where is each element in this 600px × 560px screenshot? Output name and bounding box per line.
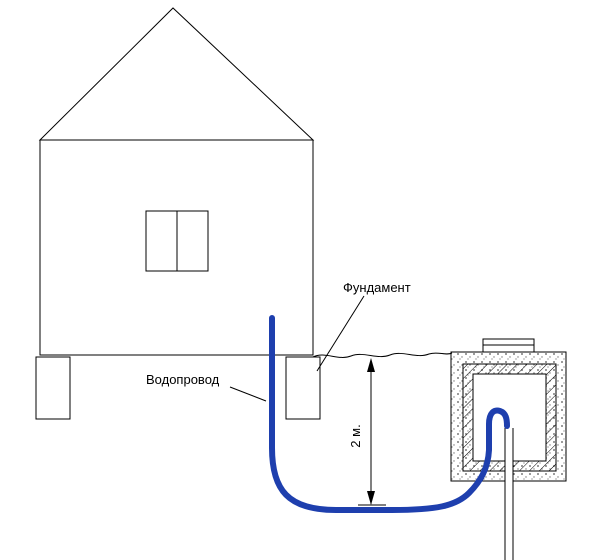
borehole-pipe-fill [505, 428, 513, 560]
depth-dimension: 2 м. [348, 358, 386, 506]
well-caisson [450, 338, 567, 560]
foundation-footing-left [35, 356, 71, 420]
house [35, 7, 321, 420]
house-roof [38, 7, 315, 141]
water-pipe-line [269, 315, 510, 513]
annotations: Фундамент Водопровод [146, 280, 411, 402]
dimension-arrow-bottom-icon [367, 491, 375, 505]
depth-dimension-label: 2 м. [348, 424, 363, 447]
house-window [145, 210, 209, 272]
foundation-leader-line [316, 295, 365, 372]
well-lid [482, 338, 535, 353]
water-pipe-label: Водопровод [146, 372, 220, 387]
house-body [39, 139, 314, 356]
dimension-arrow-top-icon [367, 358, 375, 372]
ground-line [312, 352, 453, 358]
borehole-pipe [504, 428, 514, 560]
water-pipe-leader-line [229, 386, 267, 402]
foundation-label: Фундамент [343, 280, 411, 295]
foundation-footing-right [285, 356, 321, 420]
